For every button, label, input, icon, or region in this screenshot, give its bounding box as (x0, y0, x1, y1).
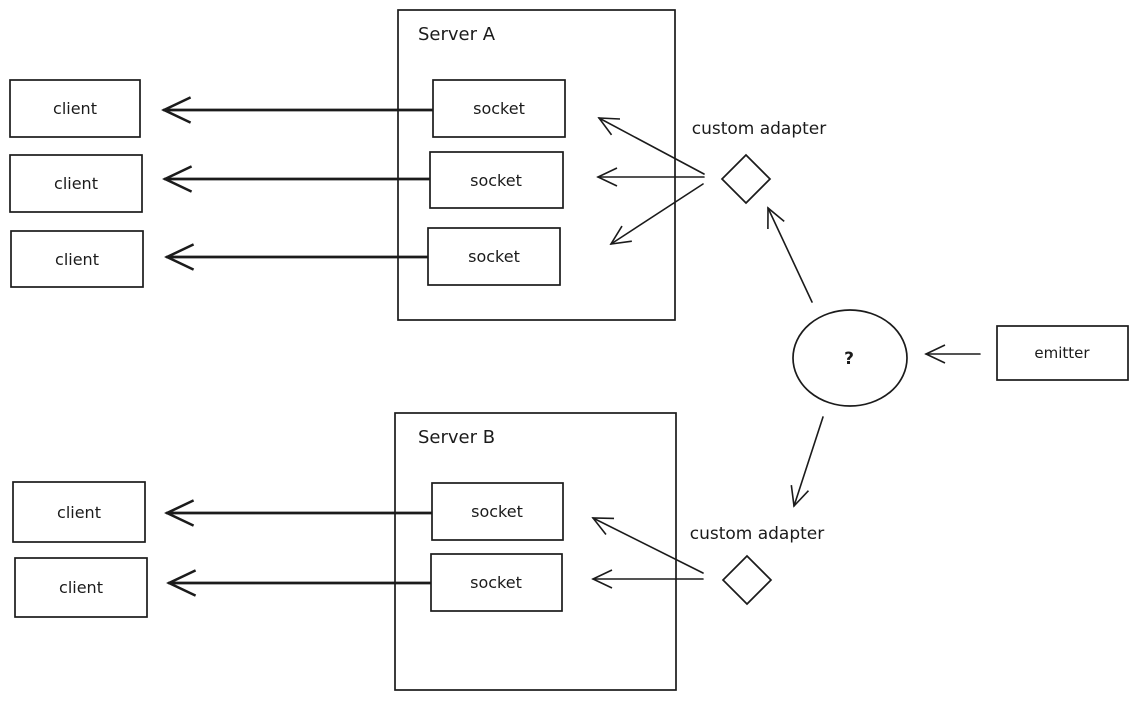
socket-to-client-arrows (161, 96, 435, 597)
socket-a3-label: socket (468, 247, 520, 266)
server-a-box (397, 9, 676, 321)
arrow-hub-to-adapter-top (767, 206, 813, 303)
server-a-sockets: socket socket socket (427, 79, 566, 286)
emitter-group: emitter (996, 325, 1129, 381)
adapter-bottom-arrows (591, 517, 704, 589)
client-1-label: client (53, 99, 97, 118)
emitter-box (996, 325, 1129, 381)
socket-a2-label: socket (470, 171, 522, 190)
socket-b2-box (430, 553, 563, 612)
client-3-box (10, 230, 144, 288)
client-4-label: client (57, 503, 101, 522)
client-5-label: client (59, 578, 103, 597)
server-a-title: Server A (418, 24, 496, 45)
socket-a2-box (429, 151, 564, 209)
hub-arrows (767, 206, 981, 508)
adapter-top-group: custom adapter (692, 119, 827, 205)
arrow-adapter-top-to-socket-a1 (597, 117, 705, 175)
clients-top-group: client client client (9, 79, 144, 288)
adapter-bottom-group: custom adapter (690, 524, 825, 606)
adapter-bottom-label: custom adapter (690, 524, 825, 544)
socket-a3-box (427, 227, 561, 286)
arrow-hub-to-adapter-bottom (790, 416, 824, 508)
adapter-bottom-diamond (721, 554, 773, 606)
adapter-top-label: custom adapter (692, 119, 827, 139)
hub-group: ? (792, 309, 908, 407)
client-2-label: client (54, 174, 98, 193)
socket-b1-label: socket (471, 502, 523, 521)
hub-label: ? (844, 349, 854, 369)
client-3-label: client (55, 250, 99, 269)
server-a-group: Server A (397, 9, 676, 321)
server-b-group: Server B (394, 412, 677, 691)
socket-a1-box (432, 79, 566, 138)
socket-a1-label: socket (473, 99, 525, 118)
server-b-sockets: socket socket (430, 482, 564, 612)
emitter-label: emitter (1034, 344, 1090, 362)
client-2-box (9, 154, 143, 213)
client-1-box (9, 79, 141, 138)
clients-bottom-group: client client (12, 481, 148, 618)
server-b-box (394, 412, 677, 691)
client-5-box (14, 557, 148, 618)
adapter-top-arrows (596, 117, 705, 246)
arrow-adapter-top-to-socket-a3 (609, 183, 704, 246)
server-b-title: Server B (418, 427, 495, 448)
socket-b1-box (431, 482, 564, 541)
adapter-top-diamond (720, 153, 772, 205)
hub-circle (792, 309, 908, 407)
socket-b2-label: socket (470, 573, 522, 592)
arrow-adapter-bottom-to-socket-b1 (591, 517, 704, 574)
client-4-box (12, 481, 146, 543)
